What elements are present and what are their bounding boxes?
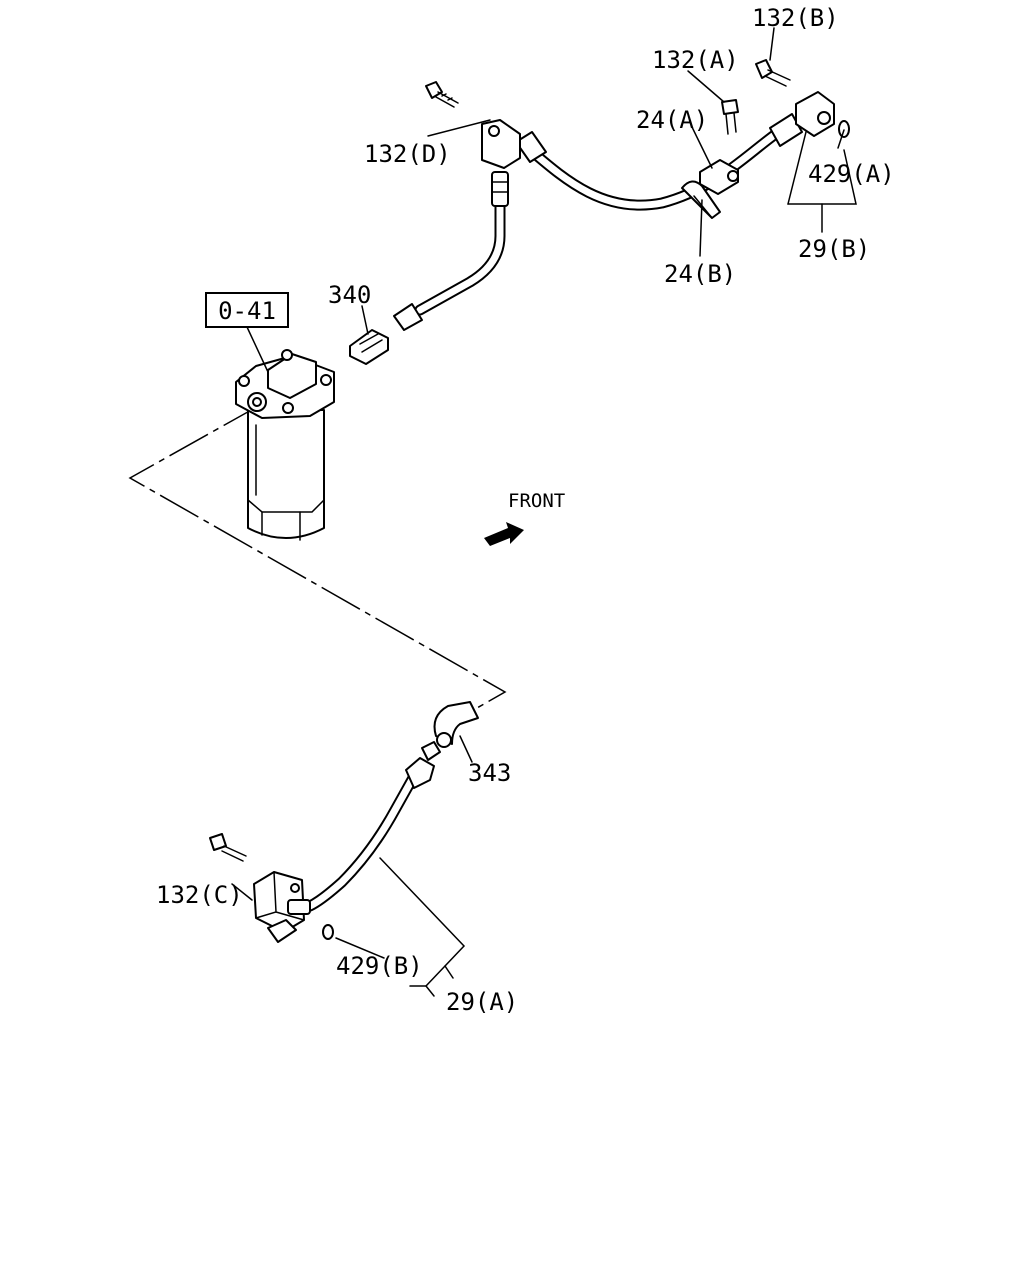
reference-box: 0-41 xyxy=(205,292,289,373)
ref-box-label: 0-41 xyxy=(218,297,276,325)
front-label: FRONT xyxy=(508,490,565,512)
label-29b: 29(B) xyxy=(798,235,870,263)
o-ring-429a xyxy=(838,120,850,138)
bolt-132b xyxy=(755,59,791,87)
upper-hose-29b xyxy=(393,91,835,331)
arrow-front-icon xyxy=(484,522,524,546)
connector-340 xyxy=(349,329,389,365)
leader-lines xyxy=(231,27,857,997)
callout-labels: 132(B) 132(A) 24(A) 132(D) 429(A) 29(B) … xyxy=(156,4,895,1016)
label-132a: 132(A) xyxy=(652,46,739,74)
label-343: 343 xyxy=(468,759,511,787)
bolt-132a xyxy=(721,99,739,135)
guide-line xyxy=(128,403,507,713)
label-132d: 132(D) xyxy=(364,140,451,168)
bolt-132d xyxy=(425,81,459,108)
label-429b: 429(B) xyxy=(336,952,423,980)
label-429a: 429(A) xyxy=(808,160,895,188)
label-340: 340 xyxy=(328,281,371,309)
o-ring-429b xyxy=(322,924,334,940)
label-132b: 132(B) xyxy=(752,4,839,32)
bolt-132c xyxy=(209,833,247,862)
label-132c: 132(C) xyxy=(156,881,243,909)
label-29a: 29(A) xyxy=(446,988,518,1016)
clamp-24 xyxy=(681,159,739,219)
lower-hose-29a xyxy=(253,701,479,943)
label-24a: 24(A) xyxy=(636,106,708,134)
fuel-filter xyxy=(235,349,335,541)
front-direction: FRONT xyxy=(484,490,565,546)
label-24b: 24(B) xyxy=(664,260,736,288)
